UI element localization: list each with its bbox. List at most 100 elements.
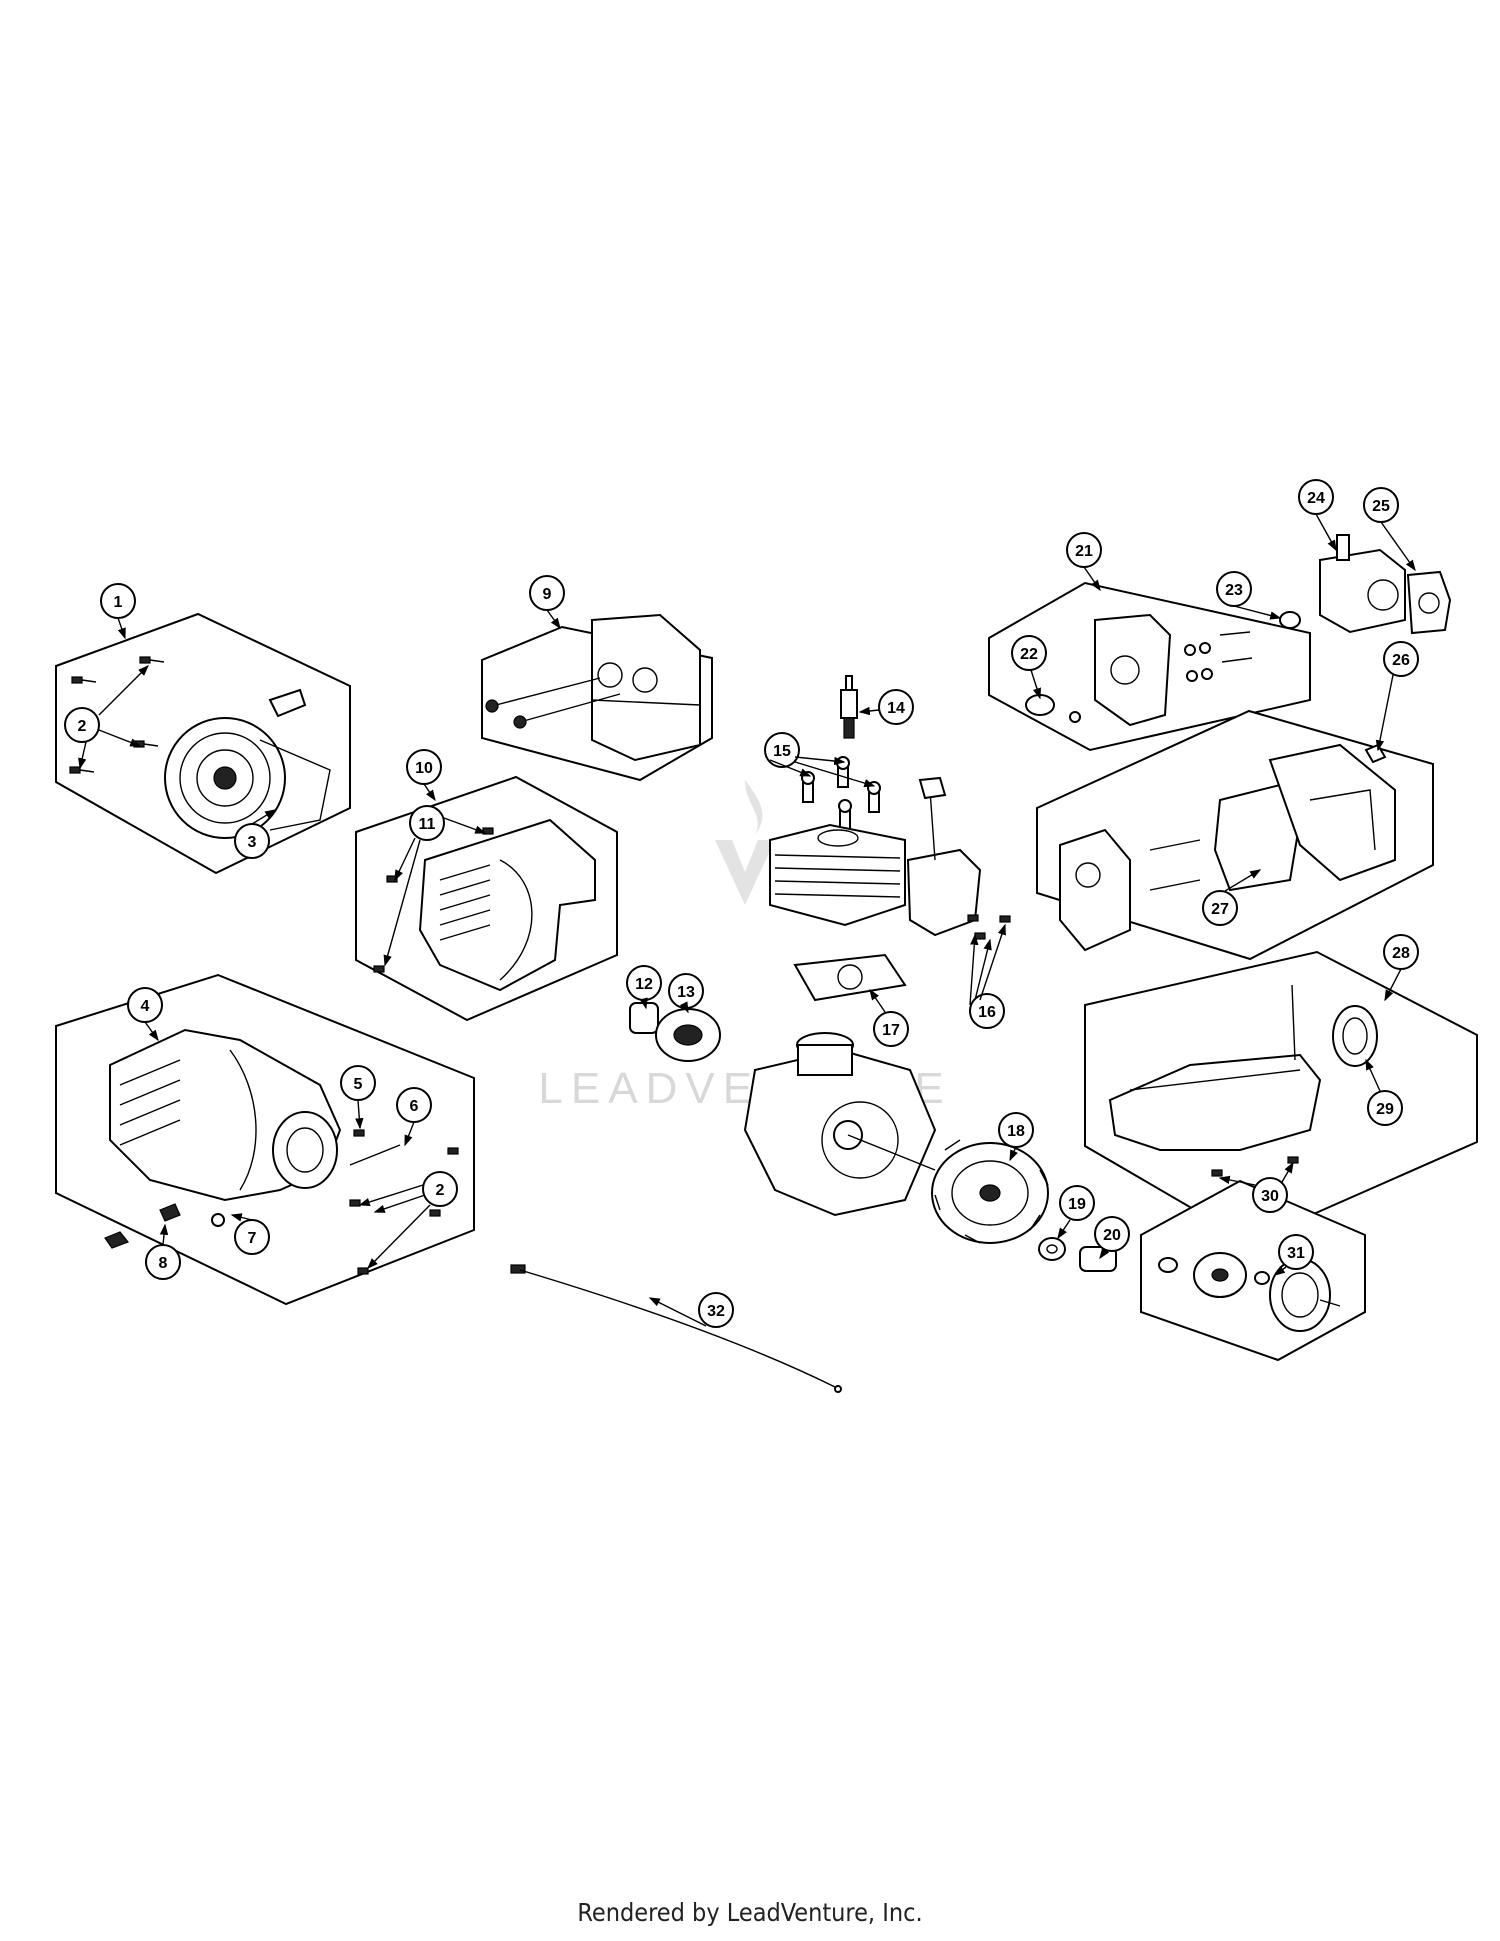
callout-number: 24 [1307, 490, 1325, 507]
throttle-cable-part [510, 1264, 842, 1393]
callout-29: 29 [1367, 1090, 1403, 1126]
callout-circle [878, 689, 914, 725]
leader-line [869, 988, 886, 1013]
callout-27: 27 [1202, 890, 1238, 926]
shroud-cover-part [591, 613, 701, 762]
fuel-cap-part [1332, 1005, 1378, 1067]
leader-line [1030, 669, 1041, 700]
callout-15: 15 [764, 732, 800, 768]
callout-circle [1011, 635, 1047, 671]
callout-number: 31 [1287, 1245, 1305, 1262]
callout-circle [409, 805, 445, 841]
clutch-shoe-part [1193, 1252, 1247, 1298]
leader-line [1315, 513, 1337, 552]
callout-11: 11 [409, 805, 445, 841]
primer-bulb-part [655, 1008, 721, 1062]
callout-20: 20 [1094, 1216, 1130, 1252]
cylinder-cover-part [418, 818, 596, 992]
callout-12: 12 [626, 965, 662, 1001]
fan-housing-hardware [104, 1129, 459, 1275]
callout-16: 16 [969, 993, 1005, 1029]
air-filter-screws [1149, 839, 1201, 891]
leader-line [230, 1213, 253, 1222]
callout-number: 6 [410, 1098, 419, 1115]
leader-line [639, 997, 648, 1010]
leader-line [1057, 1219, 1071, 1240]
callout-number: 16 [978, 1004, 996, 1021]
carb-adapter-hardware [1025, 611, 1301, 723]
callout-1: 1 [100, 583, 136, 619]
leader-line [1009, 1146, 1018, 1162]
callout-circle [1252, 1177, 1288, 1213]
leader-line [373, 1194, 426, 1213]
leader-line [1365, 1058, 1381, 1092]
tank-screws [1211, 1156, 1299, 1177]
leader-line [969, 933, 979, 1006]
callout-28: 28 [1383, 934, 1419, 970]
callout-30: 30 [1252, 1177, 1288, 1213]
leader-line [423, 783, 436, 802]
leader-line [367, 1204, 431, 1269]
fuel-tank-panel [1084, 950, 1478, 1244]
callout-6: 6 [396, 1087, 432, 1123]
callout-number: 8 [159, 1255, 168, 1272]
leader-line [1083, 566, 1101, 592]
leader-line [1224, 869, 1262, 892]
leader-line [117, 617, 126, 640]
callout-number: 9 [543, 586, 552, 603]
leader-line [1273, 1265, 1287, 1276]
callout-circle [1278, 1234, 1314, 1270]
ignition-module-part [906, 776, 1011, 940]
leader-line [648, 1297, 707, 1327]
leader-line [794, 761, 876, 788]
callout-2: 2 [422, 1171, 458, 1207]
leader-line [979, 923, 1006, 1001]
leader-line [1384, 968, 1402, 1002]
air-filter-base-part [1059, 828, 1131, 952]
callout-22: 22 [1011, 635, 1047, 671]
callout-circle [764, 732, 800, 768]
callout-number: 21 [1075, 543, 1093, 560]
callout-19: 19 [1059, 1185, 1095, 1221]
leader-line [355, 1099, 364, 1130]
callout-number: 14 [887, 700, 905, 717]
leader-line [98, 665, 149, 716]
callout-number: 3 [248, 834, 257, 851]
callout-24: 24 [1298, 479, 1334, 515]
callout-circle [698, 1292, 734, 1328]
spark-plug-part [840, 675, 858, 739]
callout-number: 29 [1376, 1101, 1394, 1118]
callout-number: 27 [1211, 901, 1229, 918]
callout-number: 23 [1225, 582, 1243, 599]
callout-circle [873, 1011, 909, 1047]
cover-screws [373, 827, 494, 973]
callout-18: 18 [998, 1112, 1034, 1148]
callout-number: 2 [78, 718, 87, 735]
flywheel-part [931, 1137, 1049, 1244]
leader-line [546, 609, 561, 630]
callout-3: 3 [234, 823, 270, 859]
shroud-bolt-panel [481, 613, 713, 782]
leader-line [1218, 1175, 1256, 1186]
callout-number: 26 [1392, 652, 1410, 669]
carb-gasket-part [1406, 570, 1452, 635]
callout-2: 2 [64, 707, 100, 743]
leader-line [858, 706, 880, 716]
leader-line [1281, 1161, 1294, 1183]
fan-housing-panel [55, 973, 475, 1306]
callout-8: 8 [145, 1244, 181, 1280]
callout-number: 18 [1007, 1123, 1025, 1140]
leader-line [383, 839, 421, 967]
callout-number: 13 [677, 984, 695, 1001]
callout-number: 12 [635, 976, 653, 993]
callout-circle [1367, 1090, 1403, 1126]
callout-number: 30 [1261, 1188, 1279, 1205]
callout-number: 2 [436, 1182, 445, 1199]
footer-credit: Rendered by LeadVenture, Inc. [577, 1898, 923, 1927]
carb-adapter-part [1094, 613, 1172, 727]
carburetor-part [1319, 534, 1406, 634]
leader-line [769, 759, 812, 777]
callout-circle [1059, 1185, 1095, 1221]
callout-7: 7 [234, 1219, 270, 1255]
